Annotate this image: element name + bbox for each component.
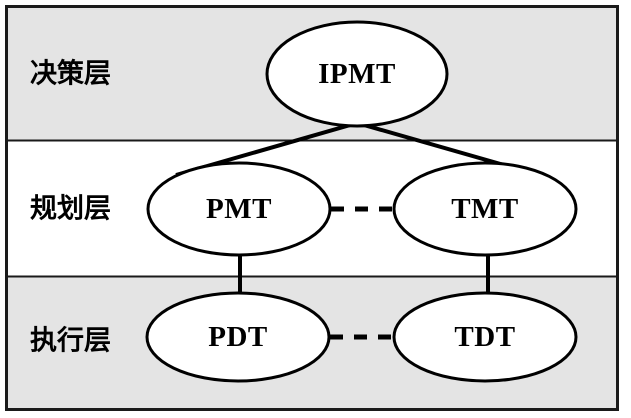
node-tmt[interactable]: TMT	[392, 161, 578, 257]
node-pdt-label: PDT	[208, 321, 268, 353]
node-ipmt[interactable]: IPMT	[265, 20, 449, 128]
node-ipmt-label: IPMT	[318, 58, 396, 90]
node-ipmt-shape[interactable]	[265, 20, 449, 128]
node-tdt-label: TDT	[454, 321, 515, 353]
dashed-links-layer	[330, 206, 394, 340]
node-tmt-label: TMT	[451, 193, 519, 225]
node-pdt[interactable]: PDT	[145, 291, 331, 383]
nodes-layer: IPMT PMT TMT PDT TDT	[145, 20, 578, 383]
node-tdt-shape[interactable]	[392, 291, 578, 383]
node-pmt-label: PMT	[206, 193, 272, 225]
band-label-execution: 执行层	[30, 325, 111, 357]
node-pmt-shape[interactable]	[146, 161, 332, 257]
band-label-decision: 决策层	[30, 58, 111, 90]
band-dividers	[6, 139, 618, 278]
node-pdt-shape[interactable]	[145, 291, 331, 383]
node-pmt[interactable]: PMT	[146, 161, 332, 257]
outer-frame	[5, 5, 619, 411]
node-tmt-shape[interactable]	[392, 161, 578, 257]
band-label-planning: 规划层	[30, 194, 111, 225]
node-tdt[interactable]: TDT	[392, 291, 578, 383]
band-labels-layer: 决策层 规划层 执行层	[30, 58, 111, 357]
